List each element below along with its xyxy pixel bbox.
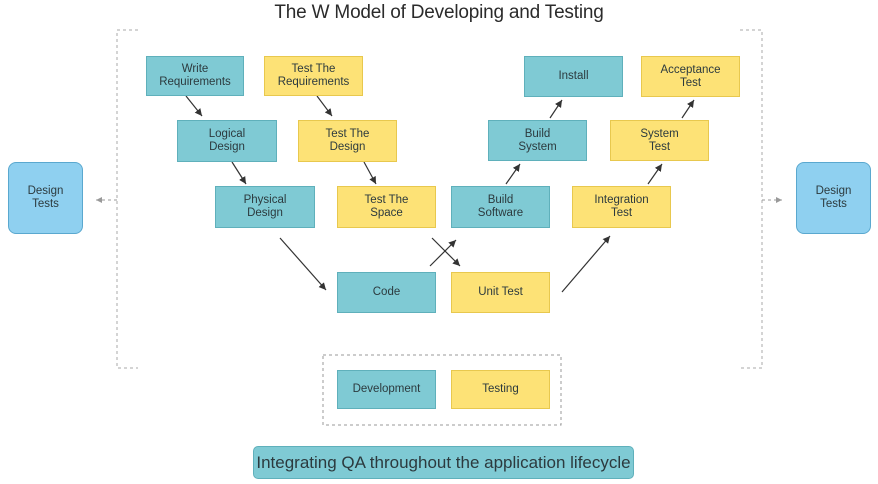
arrow-physical-to-code [279, 237, 327, 291]
diagram-title: The W Model of Developing and Testing [274, 2, 604, 23]
test-design-box: Test The Design [298, 120, 397, 162]
arrow-testdesign-to-testspace [363, 161, 377, 185]
arrow-buildsystem-to-install [549, 99, 563, 119]
legend-testing: Testing [451, 370, 550, 409]
footer-banner: Integrating QA throughout the applicatio… [253, 446, 634, 479]
build-system-box: Build System [488, 120, 587, 161]
arrow-unittest-to-integration [561, 235, 611, 293]
code-box: Code [337, 272, 436, 313]
physical-design-box: Physical Design [215, 186, 315, 228]
arrow-logical-to-physical [231, 161, 247, 185]
write-requirements-box: Write Requirements [146, 56, 244, 96]
design-tests-right-tab: Design Tests [796, 162, 871, 234]
arrow-systemtest-to-acceptance [681, 99, 695, 119]
legend-frame [322, 354, 562, 426]
arrow-req-to-logical [185, 95, 203, 117]
logical-design-box: Logical Design [177, 120, 277, 162]
legend-development: Development [337, 370, 436, 409]
test-space-box: Test The Space [337, 186, 436, 228]
design-tests-left-tab: Design Tests [8, 162, 83, 234]
integration-test-box: Integration Test [572, 186, 671, 228]
build-software-box: Build Software [451, 186, 550, 228]
test-requirements-box: Test The Requirements [264, 56, 363, 96]
arrow-buildsoftware-to-buildsystem [505, 163, 521, 185]
arrow-testspace-to-unittest [431, 237, 461, 267]
unit-test-box: Unit Test [451, 272, 550, 313]
acceptance-test-box: Acceptance Test [641, 56, 740, 97]
arrow-integration-to-systemtest [647, 163, 663, 185]
system-test-box: System Test [610, 120, 709, 161]
arrow-testreq-to-testdesign [316, 95, 333, 117]
install-box: Install [524, 56, 623, 97]
arrow-code-to-buildsoftware [429, 239, 457, 267]
